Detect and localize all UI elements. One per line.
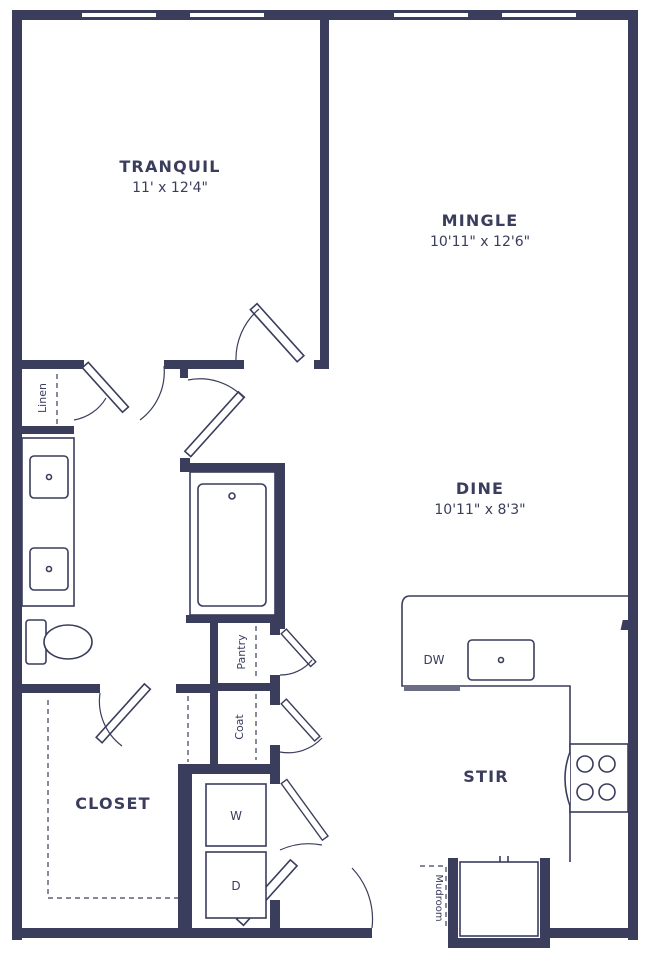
dryer (205, 851, 267, 919)
label-dw: DW (423, 653, 444, 667)
bathtub (189, 471, 276, 616)
door-pantry (279, 628, 317, 676)
door-laundry (279, 778, 329, 851)
door-tranquil (235, 302, 306, 363)
room-dims-mingle: 10'11" x 12'6" (430, 234, 530, 250)
kitchen-counter (401, 595, 628, 862)
label-dryer: D (231, 879, 240, 893)
room-name-mingle: MINGLE (442, 211, 519, 230)
door-coat (279, 698, 323, 754)
room-name-closet: CLOSET (75, 794, 151, 813)
washer (205, 783, 267, 847)
toilet (25, 619, 93, 665)
refrigerator (459, 856, 539, 937)
shelf-lines (47, 374, 447, 926)
room-dims-tranquil: 11' x 12'4" (132, 180, 208, 196)
door-closet (95, 682, 152, 747)
door-bath (139, 365, 246, 458)
label-washer: W (230, 809, 242, 823)
room-name-tranquil: TRANQUIL (119, 157, 220, 176)
label-linen: Linen (36, 383, 49, 413)
windows (82, 13, 576, 17)
label-coat: Coat (233, 714, 246, 740)
fixtures (21, 437, 629, 937)
room-labels: TRANQUIL 11' x 12'4" MINGLE 10'11" x 12'… (75, 157, 530, 813)
room-name-stir: STIR (463, 767, 509, 786)
interior-walls (22, 20, 638, 948)
room-dims-dine: 10'11" x 8'3" (434, 502, 525, 518)
kitchen-sink (467, 639, 535, 681)
label-mudroom: Mudroom (433, 874, 444, 921)
room-name-dine: DINE (456, 479, 504, 498)
fixture-labels: DW W D Linen Pantry Coat Mudroom (36, 383, 445, 922)
label-pantry: Pantry (235, 634, 248, 670)
stove (564, 743, 629, 813)
door-linen (73, 361, 130, 421)
vanity (21, 437, 75, 607)
